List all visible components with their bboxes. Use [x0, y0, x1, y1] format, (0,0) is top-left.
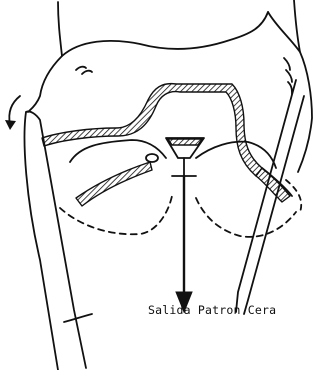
dashed-contour-right — [196, 198, 296, 237]
funnel-hatch — [168, 139, 202, 145]
instrument-left-edge — [25, 112, 58, 370]
tooth-marker — [146, 154, 158, 162]
rotation-arrow — [9, 96, 20, 124]
instrument-right-edge — [244, 96, 304, 314]
contour-mark-left — [76, 67, 92, 74]
contour-mark-right — [284, 58, 292, 94]
wax-band-right — [256, 168, 290, 202]
instrument-left-grip — [64, 314, 92, 322]
wax-band-left — [76, 162, 152, 206]
caption-label: Salida Patron Cera — [148, 303, 276, 317]
cast-outline-left — [28, 2, 62, 112]
dashed-contour-left — [60, 196, 172, 234]
rotation-arrow-head — [5, 120, 16, 130]
inner-ridge-left — [70, 140, 166, 162]
cast-outline-top — [62, 12, 268, 56]
inner-ridge-right — [196, 142, 276, 168]
